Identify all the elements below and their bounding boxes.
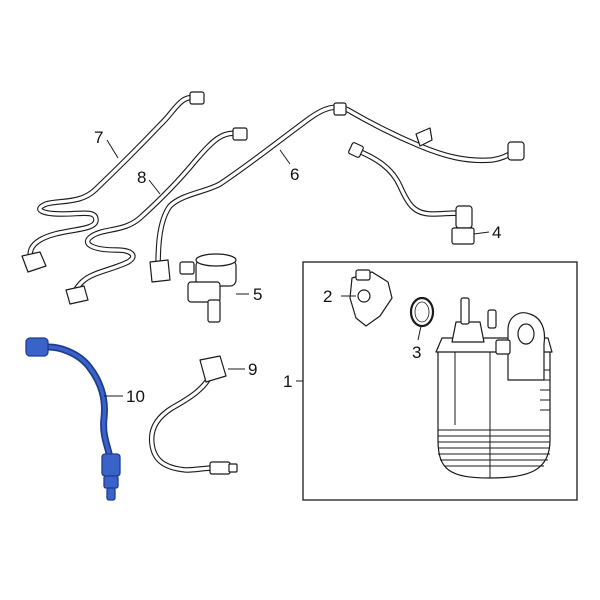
part-10-hex-nut <box>103 475 119 489</box>
part-1-tower <box>507 312 546 381</box>
part-10-sensor-body <box>101 453 121 477</box>
part-7-hose <box>21 91 205 273</box>
part-2-port <box>357 289 371 303</box>
part-2-body <box>349 271 393 327</box>
part-5-purge-valve <box>179 253 237 323</box>
part-6-clip <box>333 102 347 116</box>
part-1-port-right <box>487 309 497 329</box>
part-1-canister <box>435 297 553 479</box>
part-1-clip <box>495 339 511 355</box>
callout-3: 3 <box>412 343 421 362</box>
part-9-sensor-tip <box>228 463 238 473</box>
part-7-end-fitting <box>189 91 205 105</box>
callout-8: 8 <box>137 168 146 187</box>
part-5-top-cap <box>195 253 237 267</box>
part-8-connector <box>65 285 89 305</box>
part-6-end-fitting <box>507 141 525 161</box>
part-2-connector <box>355 269 371 281</box>
part-6-connector <box>149 259 171 283</box>
part-9-sensor-body <box>209 461 231 475</box>
part-9-sensor <box>148 355 238 475</box>
part-10-connector <box>25 337 49 357</box>
callout-6: 6 <box>290 165 299 184</box>
part-3-ring-outer <box>409 296 435 328</box>
part-1-port-left <box>460 297 470 325</box>
part-2-cover <box>349 269 393 327</box>
callout-1: 1 <box>283 372 292 391</box>
callout-7: 7 <box>94 128 103 147</box>
callout-10: 10 <box>126 387 145 406</box>
part-5-connector <box>179 261 195 275</box>
part-10-oxygen-sensor <box>25 337 121 501</box>
part-3-ring-inner <box>414 301 430 323</box>
part-4-hose <box>348 142 475 245</box>
part-1-tower-port <box>517 323 535 345</box>
part-5-bracket <box>187 281 221 303</box>
part-6-hose <box>149 102 525 283</box>
part-5-nozzle <box>207 299 221 323</box>
part-6-bracket <box>415 127 433 147</box>
part-1-side-ribs <box>540 369 550 411</box>
leader-lines <box>104 139 490 397</box>
part-8-hose <box>65 127 248 305</box>
part-7-connector <box>21 251 47 273</box>
callout-9: 9 <box>248 360 257 379</box>
part-4-fitting-nut <box>451 227 475 245</box>
callout-4: 4 <box>492 223 501 242</box>
part-4-end-cap <box>348 142 364 158</box>
callout-2: 2 <box>323 287 332 306</box>
callout-5: 5 <box>253 285 262 304</box>
part-8-end-fitting <box>232 127 248 141</box>
part-1-neck <box>451 321 485 343</box>
part-4-elbow <box>455 205 473 229</box>
callout-labels: 7 8 6 4 5 2 3 1 9 10 <box>94 128 501 406</box>
part-3-o-ring <box>409 296 435 328</box>
part-1-ribs <box>438 352 550 478</box>
part-10-sensor-tip <box>106 487 116 501</box>
part-9-connector <box>199 355 227 383</box>
